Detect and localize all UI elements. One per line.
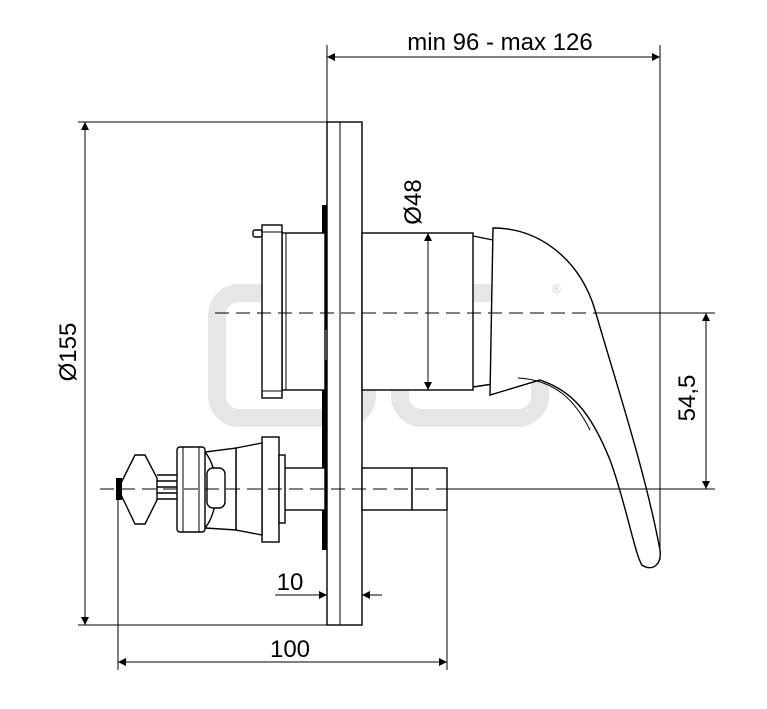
axis-offset-label: 54,5 — [674, 375, 701, 422]
lever-handle — [489, 227, 661, 569]
rear-flange — [252, 224, 326, 399]
dimension-body-diameter: Ø48 — [400, 179, 432, 390]
projection-label: min 96 - max 126 — [407, 29, 592, 56]
plate-thickness-label: 10 — [277, 569, 304, 596]
cartridge-length-label: 100 — [270, 636, 310, 663]
dimension-projection: min 96 - max 126 — [326, 29, 661, 560]
registered-mark: ® — [552, 282, 561, 296]
dimension-plate-thickness: 10 — [275, 569, 382, 599]
dimension-axis-offset: 54,5 — [447, 312, 715, 490]
mixer-body — [361, 232, 494, 391]
plate-diameter-label: Ø155 — [55, 323, 82, 382]
wall-plate — [322, 121, 363, 626]
dimension-cartridge-length: 100 — [117, 492, 448, 670]
dimension-plate-diameter: Ø155 — [55, 121, 327, 626]
body-diameter-label: Ø48 — [400, 179, 427, 224]
